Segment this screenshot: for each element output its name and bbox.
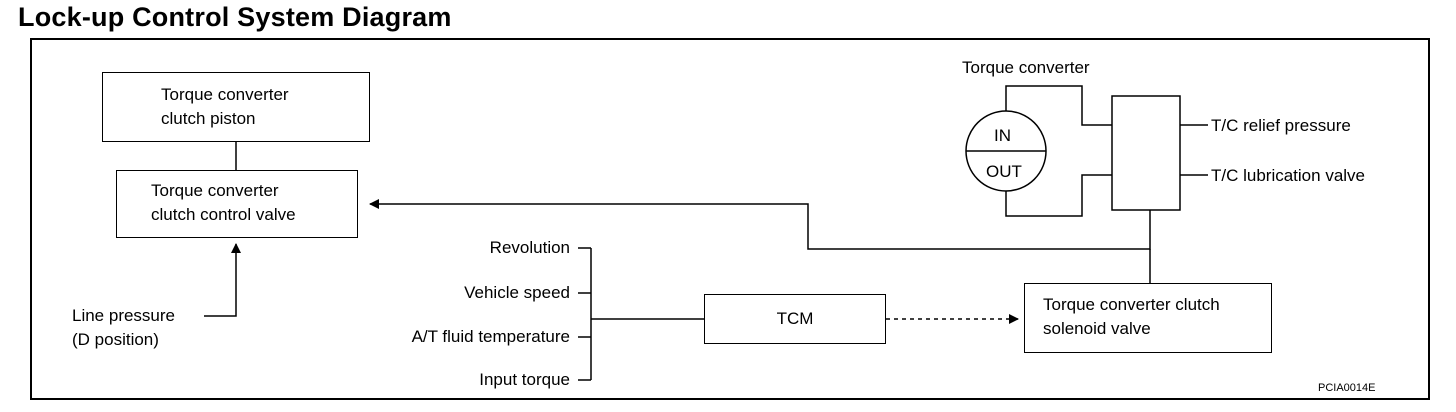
solenoid-to-valve-line — [369, 199, 1151, 250]
diagram-frame — [30, 38, 1430, 400]
clutch-piston-label: Torque converter clutch piston — [161, 85, 289, 128]
converter-in-line — [1005, 85, 1112, 126]
converter-in-label: IN — [994, 126, 1011, 145]
converter-out-label: OUT — [986, 162, 1022, 181]
input-vehicle-speed: Vehicle speed — [464, 283, 570, 302]
page-title: Lock-up Control System Diagram — [18, 2, 452, 32]
line-pressure-line — [204, 243, 241, 317]
clutch-control-valve-label: Torque converter clutch control valve — [151, 181, 296, 224]
solenoid-valve-label: Torque converter clutch solenoid valve — [1043, 295, 1220, 338]
torque-converter-label: Torque converter — [962, 58, 1090, 77]
clutch-piston-block: Torque converter clutch piston — [102, 72, 370, 142]
clutch-control-valve-block: Torque converter clutch control valve — [116, 170, 358, 238]
converter-out-line — [1005, 174, 1112, 217]
input-revolution: Revolution — [489, 238, 570, 257]
figure-code: PCIA0014E — [1318, 382, 1376, 394]
input-fluid-temperature: A/T fluid temperature — [411, 327, 570, 346]
tcm-label: TCM — [776, 309, 814, 328]
valve-block — [1111, 95, 1181, 211]
line-pressure-label: Line pressure (D position) — [72, 306, 176, 349]
lubrication-valve-label: T/C lubrication valve — [1211, 166, 1366, 185]
input-torque: Input torque — [479, 370, 570, 389]
tcm-block: TCM — [704, 294, 886, 344]
solenoid-valve-block: Torque converter clutch solenoid valve — [1024, 283, 1272, 353]
relief-pressure-label: T/C relief pressure — [1211, 116, 1351, 135]
